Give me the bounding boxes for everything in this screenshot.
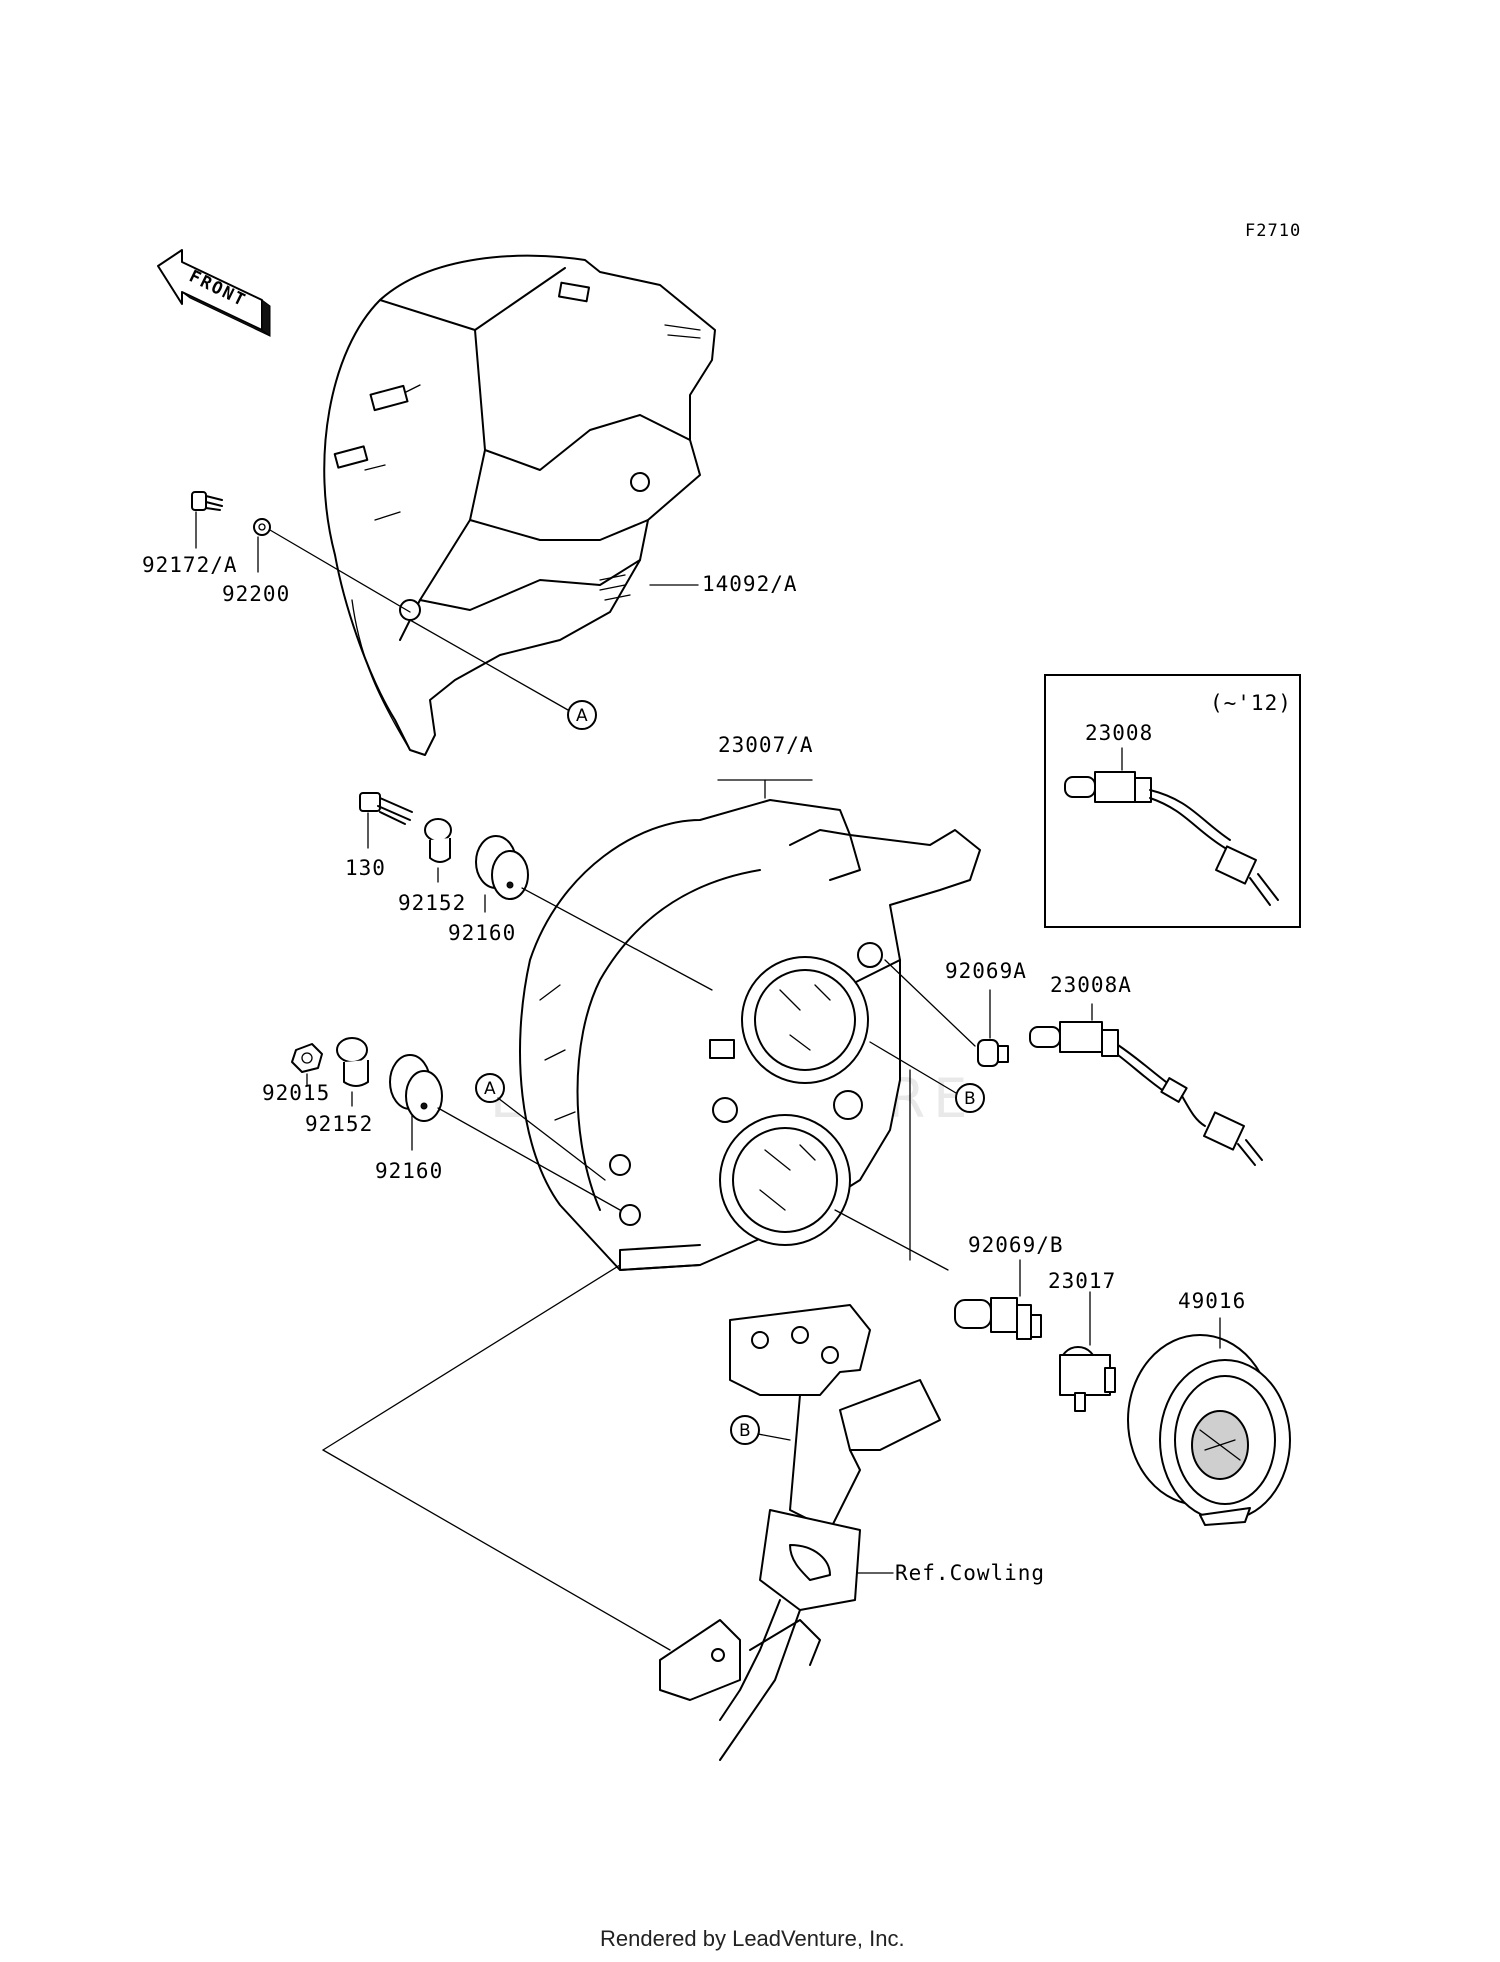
label-92069A: 92069A (945, 959, 1027, 983)
ref-a-2: A (484, 1079, 496, 1099)
grommet-92160-upper-drawing (475, 835, 529, 900)
ref-a-1: A (576, 706, 588, 726)
label-92152-lower: 92152 (305, 1112, 373, 1136)
label-ref-cowling: Ref.Cowling (895, 1561, 1045, 1585)
bolt-130-drawing (359, 792, 413, 825)
label-23008A: 23008A (1050, 973, 1132, 997)
label-92160-lower: 92160 (375, 1159, 443, 1183)
label-92172A: 92172/A (142, 553, 238, 577)
label-92069B: 92069/B (968, 1233, 1064, 1257)
ref-b-2: B (739, 1421, 751, 1441)
headlight-cover-drawing (323, 254, 716, 756)
label-23008: 23008 (1085, 721, 1153, 745)
footer-credit: Rendered by LeadVenture, Inc. (600, 1926, 905, 1951)
collar-92152-upper-drawing (424, 818, 452, 863)
label-92160-upper: 92160 (448, 921, 516, 945)
socket-23008-drawing (1064, 771, 1279, 906)
label-49016: 49016 (1178, 1289, 1246, 1313)
ref-b-1: B (964, 1089, 976, 1109)
label-23017: 23017 (1048, 1269, 1116, 1293)
socket-23017-drawing (1059, 1346, 1116, 1412)
collar-92152-lower-drawing (336, 1037, 369, 1087)
inset-note: (~'12) (1210, 691, 1292, 715)
washer-92200-drawing (253, 518, 271, 536)
figure-code: F2710 (1245, 221, 1301, 241)
dust-cover-49016-drawing (1127, 1334, 1291, 1526)
label-92152-upper: 92152 (398, 891, 466, 915)
label-23007A: 23007/A (718, 733, 814, 757)
label-130: 130 (345, 856, 386, 880)
headlight-assembly-drawing (519, 799, 981, 1271)
bulb-92069A-drawing (977, 1039, 1009, 1067)
socket-23008A-drawing (1029, 1021, 1263, 1166)
front-arrow-icon: FRONT (157, 249, 271, 337)
headlight-bracket-drawing (659, 1304, 941, 1761)
bolt-92172A-drawing (191, 491, 223, 511)
label-14092A: 14092/A (702, 572, 798, 596)
label-92015: 92015 (262, 1081, 330, 1105)
nut-92015-drawing (291, 1043, 323, 1073)
bulb-92069B-drawing (954, 1297, 1042, 1340)
grommet-92160-lower-drawing (389, 1054, 443, 1122)
label-92200: 92200 (222, 582, 290, 606)
inset-box (1044, 674, 1301, 928)
